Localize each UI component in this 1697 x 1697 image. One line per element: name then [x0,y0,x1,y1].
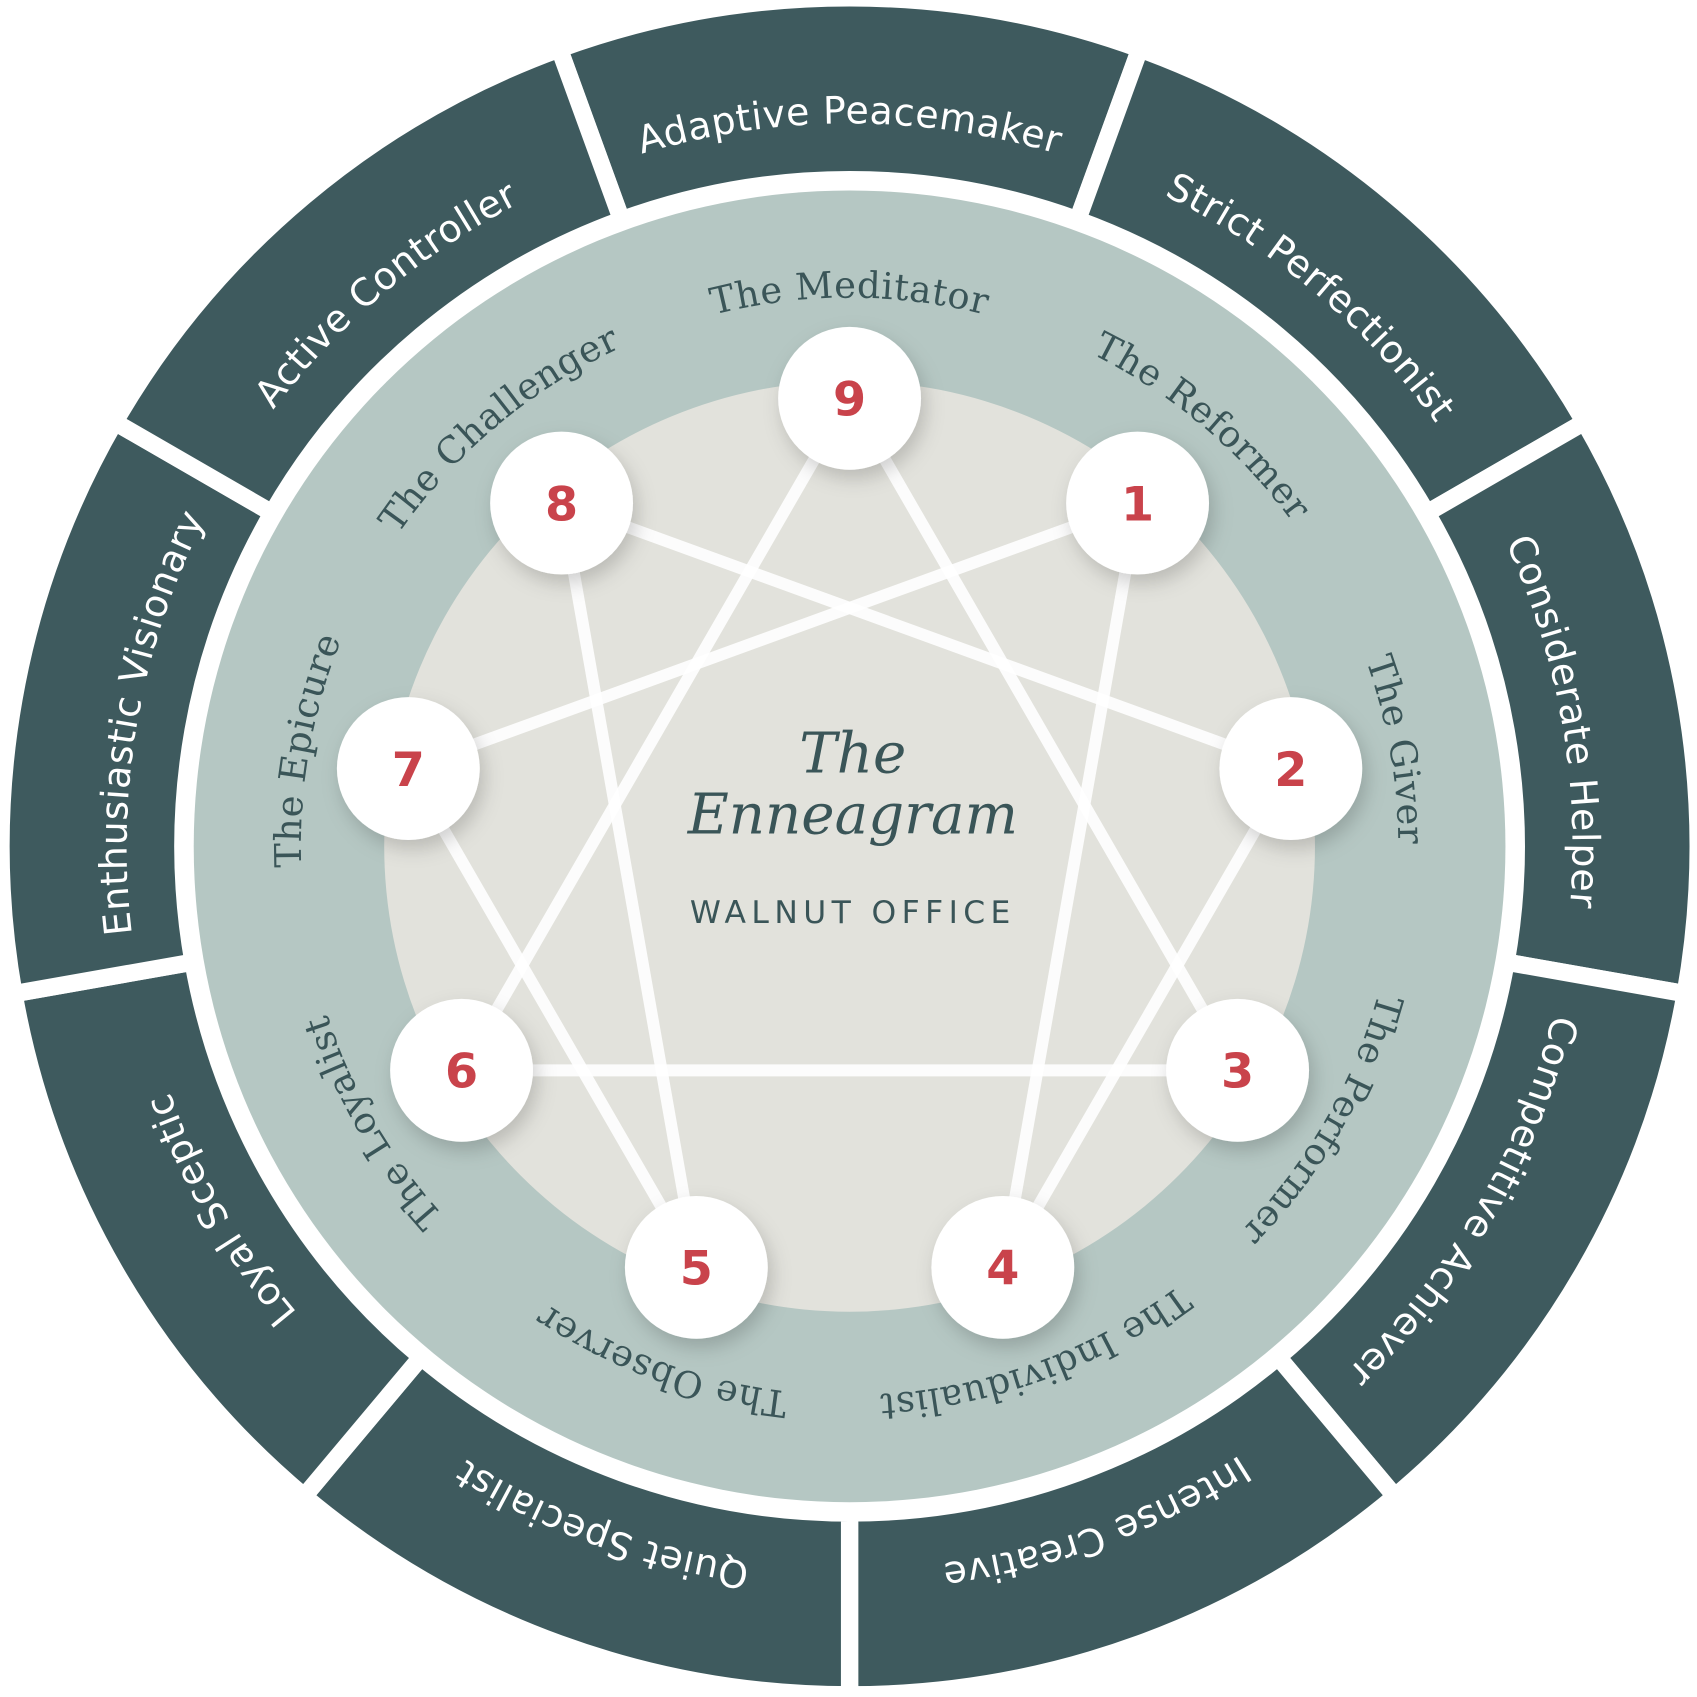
hexad-line-5-7 [403,765,702,1271]
connection-lines [403,395,1296,1271]
node-circle [1219,697,1363,840]
hexad-line-7-1 [406,497,1140,775]
node-number: 1 [1121,477,1154,532]
triangle-line-9-3 [844,395,1243,1074]
node-number: 9 [833,373,866,428]
type-node-9[interactable]: 9 [778,326,922,470]
node-number: 6 [445,1045,478,1100]
segment-active-controller [102,37,633,525]
node-number: 4 [986,1242,1019,1297]
node-number: 5 [680,1242,713,1297]
node-number: 2 [1274,743,1307,798]
node-circle [336,697,480,840]
node-circle [778,326,922,470]
type-node-2[interactable]: 2 [1219,697,1363,840]
node-circle [624,1195,768,1339]
subtitle: WALNUT OFFICE [690,895,1016,931]
node-circle [1066,431,1210,575]
node-circle [390,998,533,1142]
triangle-line-6-9 [456,395,855,1074]
node-number: 7 [392,743,425,798]
hexad-line-2-8 [559,497,1293,775]
type-node-4[interactable]: 4 [931,1195,1075,1339]
node-circle [490,431,634,575]
title-line-1: The [799,722,906,787]
node-circle [1166,998,1310,1142]
type-node-6[interactable]: 6 [390,998,533,1142]
hexad-line-4-2 [997,765,1296,1271]
type-nodes: 9 1 2 3 4 5 6 7 8 [336,326,1363,1339]
inner-disc [384,380,1315,1312]
hexad-line-8-5 [555,502,703,1269]
hexad-line-1-4 [996,502,1144,1269]
type-node-7[interactable]: 7 [336,697,480,840]
center-title: The Enneagram WALNUT OFFICE [687,722,1018,931]
type-node-3[interactable]: 3 [1166,998,1310,1142]
type-node-5[interactable]: 5 [624,1195,768,1339]
node-circle [931,1195,1075,1339]
node-number: 3 [1221,1045,1254,1100]
type-node-8[interactable]: 8 [490,431,634,575]
node-number: 8 [545,477,578,532]
type-node-1[interactable]: 1 [1066,431,1210,575]
title-line-2: Enneagram [687,782,1018,847]
